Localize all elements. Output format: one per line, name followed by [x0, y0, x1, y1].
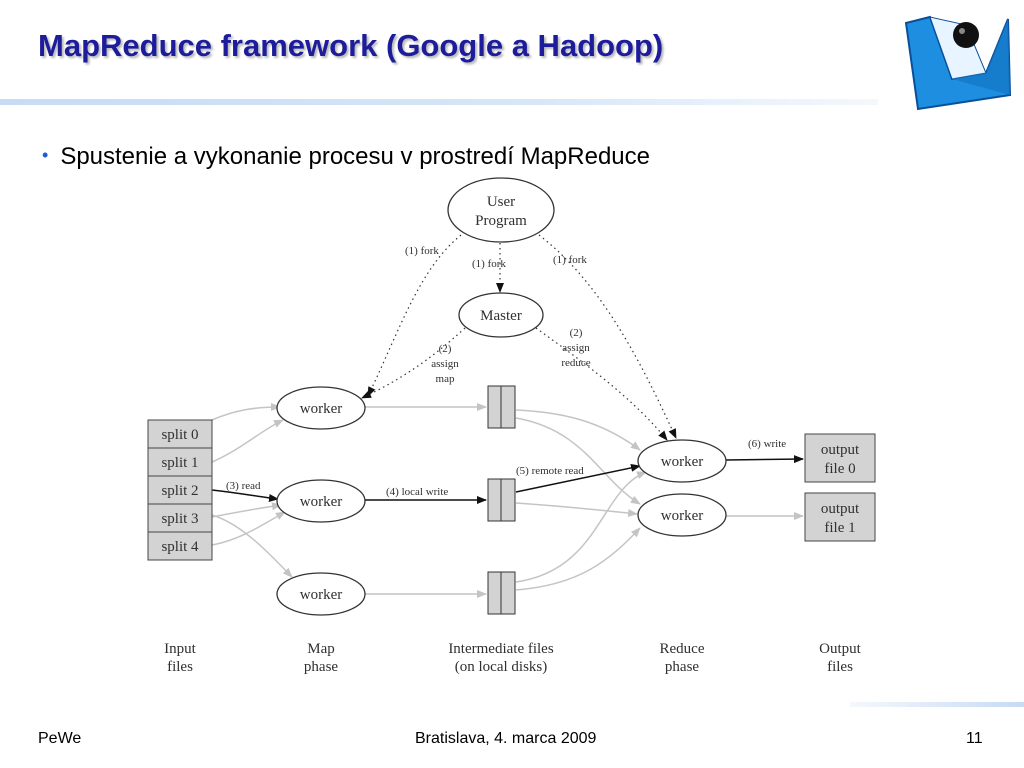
svg-text:Master: Master [480, 308, 522, 324]
svg-text:split 1: split 1 [161, 455, 198, 471]
svg-text:phase: phase [304, 659, 338, 675]
edge-labels: (1) fork (1) fork (1) fork (2) assign ma… [226, 245, 786, 498]
slide-title: MapReduce framework (Google a Hadoop) [38, 28, 664, 63]
svg-text:User: User [487, 194, 515, 210]
edge-split3-worker2 [211, 502, 282, 518]
reduce-worker-1: worker [637, 439, 727, 483]
edge-file2-reduce2 [515, 502, 638, 518]
edge-remote-read [515, 463, 641, 493]
label-fork-left: (1) fork [405, 245, 439, 257]
input-splits: split 0 split 1 split 2 split 3 split 4 [147, 419, 213, 561]
svg-text:Map: Map [307, 641, 335, 657]
svg-text:file 0: file 0 [824, 461, 855, 477]
edge-file3-reduce2 [515, 527, 641, 591]
svg-text:worker: worker [661, 508, 703, 524]
master-node: Master [458, 292, 544, 338]
svg-text:worker: worker [300, 494, 342, 510]
caption-input: Input files [164, 641, 196, 675]
svg-text:Reduce: Reduce [660, 641, 705, 657]
label-assign-reduce: (2) assign reduce [561, 327, 590, 369]
svg-text:worker: worker [300, 401, 342, 417]
svg-text:Output: Output [819, 641, 862, 657]
svg-text:split 2: split 2 [161, 483, 198, 499]
label-write: (6) write [748, 438, 786, 450]
caption-map: Map phase [304, 641, 338, 675]
edge-split0-worker1 [211, 403, 281, 421]
label-assign-map: (2) assign map [431, 343, 459, 385]
footer-date: Bratislava, 4. marca 2009 [415, 730, 597, 747]
svg-text:(2): (2) [570, 327, 583, 339]
map-worker-1: worker [276, 386, 366, 430]
label-fork-right: (1) fork [553, 254, 587, 266]
intermediate-file-3 [487, 571, 516, 615]
svg-text:files: files [167, 659, 193, 675]
edge-file1-reduce2 [515, 417, 641, 505]
bullet-text: Spustenie a vykonanie procesu v prostred… [60, 143, 650, 170]
svg-text:split 3: split 3 [161, 511, 198, 527]
edge-split2-worker2 [211, 489, 279, 502]
label-local-write: (4) local write [386, 486, 448, 498]
edge-split3-worker3 [211, 514, 293, 578]
svg-text:(2): (2) [439, 343, 452, 355]
svg-text:worker: worker [661, 454, 703, 470]
svg-text:worker: worker [300, 587, 342, 603]
edge-assign-reduce [535, 327, 668, 441]
split-box-1: split 1 [147, 447, 213, 477]
intermediate-file-2 [487, 478, 516, 522]
caption-reduce: Reduce phase [660, 641, 705, 675]
title-underline [0, 99, 878, 105]
svg-text:split 4: split 4 [161, 539, 199, 555]
svg-text:Intermediate files: Intermediate files [448, 641, 554, 657]
output-file-0: output file 0 [804, 433, 876, 483]
svg-text:map: map [436, 373, 455, 385]
edge-fork-right [534, 231, 677, 439]
split-box-2: split 2 [147, 475, 213, 505]
svg-text:(on local disks): (on local disks) [455, 659, 547, 675]
edge-file1-reduce1 [515, 409, 641, 451]
map-worker-3: worker [276, 572, 366, 616]
edge-split4-worker2 [211, 511, 286, 546]
svg-text:phase: phase [665, 659, 699, 675]
column-captions: Input files Map phase Intermediate files… [164, 641, 862, 675]
svg-text:reduce: reduce [561, 357, 590, 369]
label-remote-read: (5) remote read [516, 465, 584, 477]
edge-assign-map [361, 327, 466, 399]
caption-output: Output files [819, 641, 862, 675]
split-box-0: split 0 [147, 419, 213, 449]
svg-text:output: output [821, 501, 860, 517]
caption-intermediate: Intermediate files (on local disks) [448, 641, 554, 675]
svg-text:files: files [827, 659, 853, 675]
svg-text:Input: Input [164, 641, 196, 657]
label-fork-mid: (1) fork [472, 258, 506, 270]
footer-left: PeWe [38, 730, 82, 747]
page-number: 11 [966, 730, 983, 747]
user-program-node: User Program [447, 177, 555, 243]
output-file-1: output file 1 [804, 492, 876, 542]
svg-text:Program: Program [475, 213, 527, 229]
university-logo [904, 15, 1012, 111]
reduce-worker-2: worker [637, 493, 727, 537]
edge-write-output0 [725, 455, 804, 464]
bullet-icon: • [42, 145, 49, 165]
map-worker-2: worker [276, 479, 366, 523]
label-read: (3) read [226, 480, 261, 492]
svg-text:file 1: file 1 [824, 520, 855, 536]
svg-text:assign: assign [562, 342, 590, 354]
edge-split1-worker1 [211, 419, 284, 463]
bullet-item: • Spustenie a vykonanie procesu v prostre… [42, 143, 650, 171]
svg-text:output: output [821, 442, 860, 458]
svg-text:split 0: split 0 [161, 427, 198, 443]
intermediate-file-1 [487, 385, 516, 429]
split-box-4: split 4 [147, 531, 213, 561]
svg-text:assign: assign [431, 358, 459, 370]
edge-file3-reduce1 [515, 471, 647, 583]
footer-accent-bar [850, 702, 1024, 707]
split-box-3: split 3 [147, 503, 213, 533]
edge-fork-left [367, 231, 466, 397]
